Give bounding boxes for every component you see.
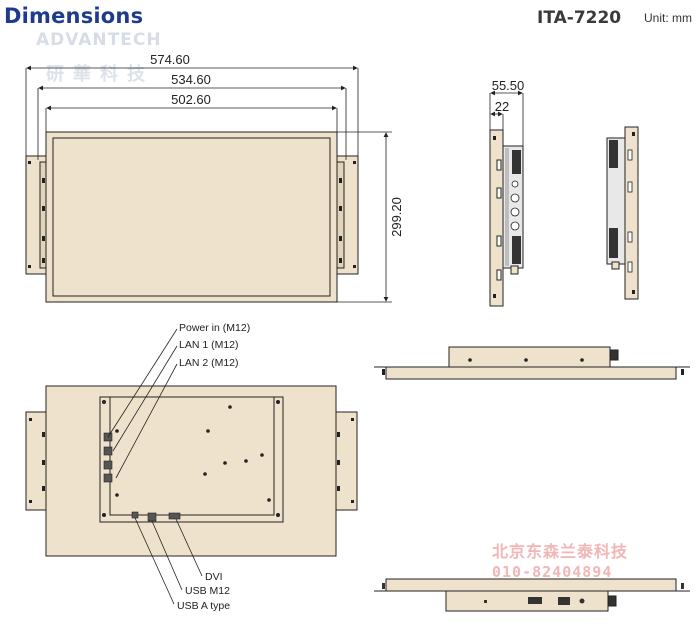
callout-usb-a: USB A type	[177, 600, 230, 612]
side-view-right	[606, 126, 639, 300]
callout-lan1: LAN 1 (M12)	[179, 339, 239, 351]
front-dimension-lines	[25, 65, 392, 303]
watermark-company: 北京东森兰泰科技	[492, 542, 629, 561]
top-view-bezel	[385, 366, 677, 380]
dim-width-mid: 534.60	[171, 72, 211, 87]
rear-cover	[109, 396, 275, 516]
model-name: ITA-7220	[537, 8, 622, 28]
dim-width-inner: 502.60	[171, 92, 211, 107]
dim-height: 299.20	[389, 197, 404, 237]
page-title: Dimensions	[4, 4, 144, 28]
side-view-left	[489, 129, 524, 307]
top-view-box	[448, 346, 611, 368]
front-screen	[52, 137, 331, 297]
callout-dvi: DVI	[205, 571, 223, 583]
dim-depth: 55.50	[492, 78, 525, 93]
side-dimension-lines	[489, 90, 524, 146]
dim-depth-bracket: 22	[495, 99, 509, 114]
rear-view	[25, 385, 358, 557]
callout-usb-m12: USB M12	[185, 585, 230, 597]
bottom-view	[374, 578, 690, 612]
callout-leaders	[107, 328, 203, 605]
front-view	[25, 131, 359, 303]
advantech-logo: ADVANTECH	[36, 30, 162, 50]
dim-width-overall: 574.60	[150, 52, 190, 67]
unit-label: Unit: mm	[644, 11, 692, 25]
bottom-view-bezel	[385, 578, 677, 592]
callout-power: Power in (M12)	[179, 322, 250, 334]
top-view	[374, 346, 690, 380]
callout-lan2: LAN 2 (M12)	[179, 357, 239, 369]
watermark-phone: 010-82404894	[492, 563, 613, 581]
